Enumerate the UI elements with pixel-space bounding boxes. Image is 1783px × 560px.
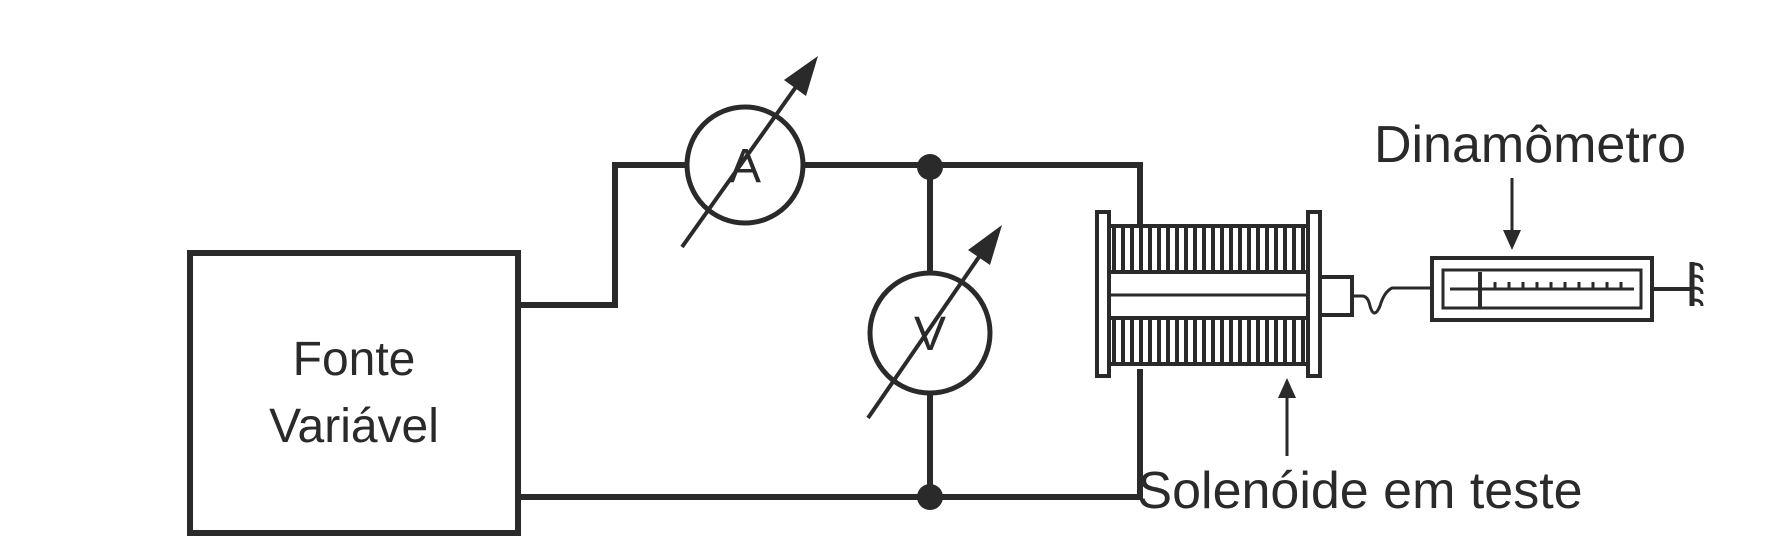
solenoid [1095, 210, 1432, 378]
ammeter-arrowhead-icon [784, 56, 818, 96]
junction-top [917, 154, 943, 180]
solenoid-label: Solenóide em teste [1137, 462, 1582, 520]
wall-anchor-icon [1689, 262, 1704, 307]
dynamometer-label: Dinamômetro [1374, 116, 1686, 174]
dynamometer-scale [1493, 282, 1623, 289]
wire-ammeter-to-solenoid [805, 162, 1143, 231]
circuit-wires [515, 162, 1143, 500]
voltmeter-arrowhead-icon [968, 225, 1002, 265]
ammeter-variable-arrow-icon [680, 68, 810, 249]
source-label-line1: Fonte [293, 333, 416, 386]
voltmeter-symbol: V [914, 308, 946, 361]
ammeter: A [680, 56, 818, 249]
wire-source-to-ammeter [515, 162, 691, 308]
wire-return [515, 369, 1143, 500]
ammeter-symbol: A [729, 140, 761, 193]
solenoid-windings [1112, 226, 1305, 364]
hook-icon [1352, 286, 1432, 315]
dynamometer [1430, 256, 1704, 322]
junction-bottom [917, 484, 943, 510]
solenoid-plunger [1318, 275, 1354, 317]
voltmeter-variable-arrow-icon [866, 236, 994, 420]
variable-source: Fonte Variável [187, 250, 521, 536]
source-label-line2: Variável [269, 400, 439, 453]
voltmeter: V [866, 225, 1002, 420]
